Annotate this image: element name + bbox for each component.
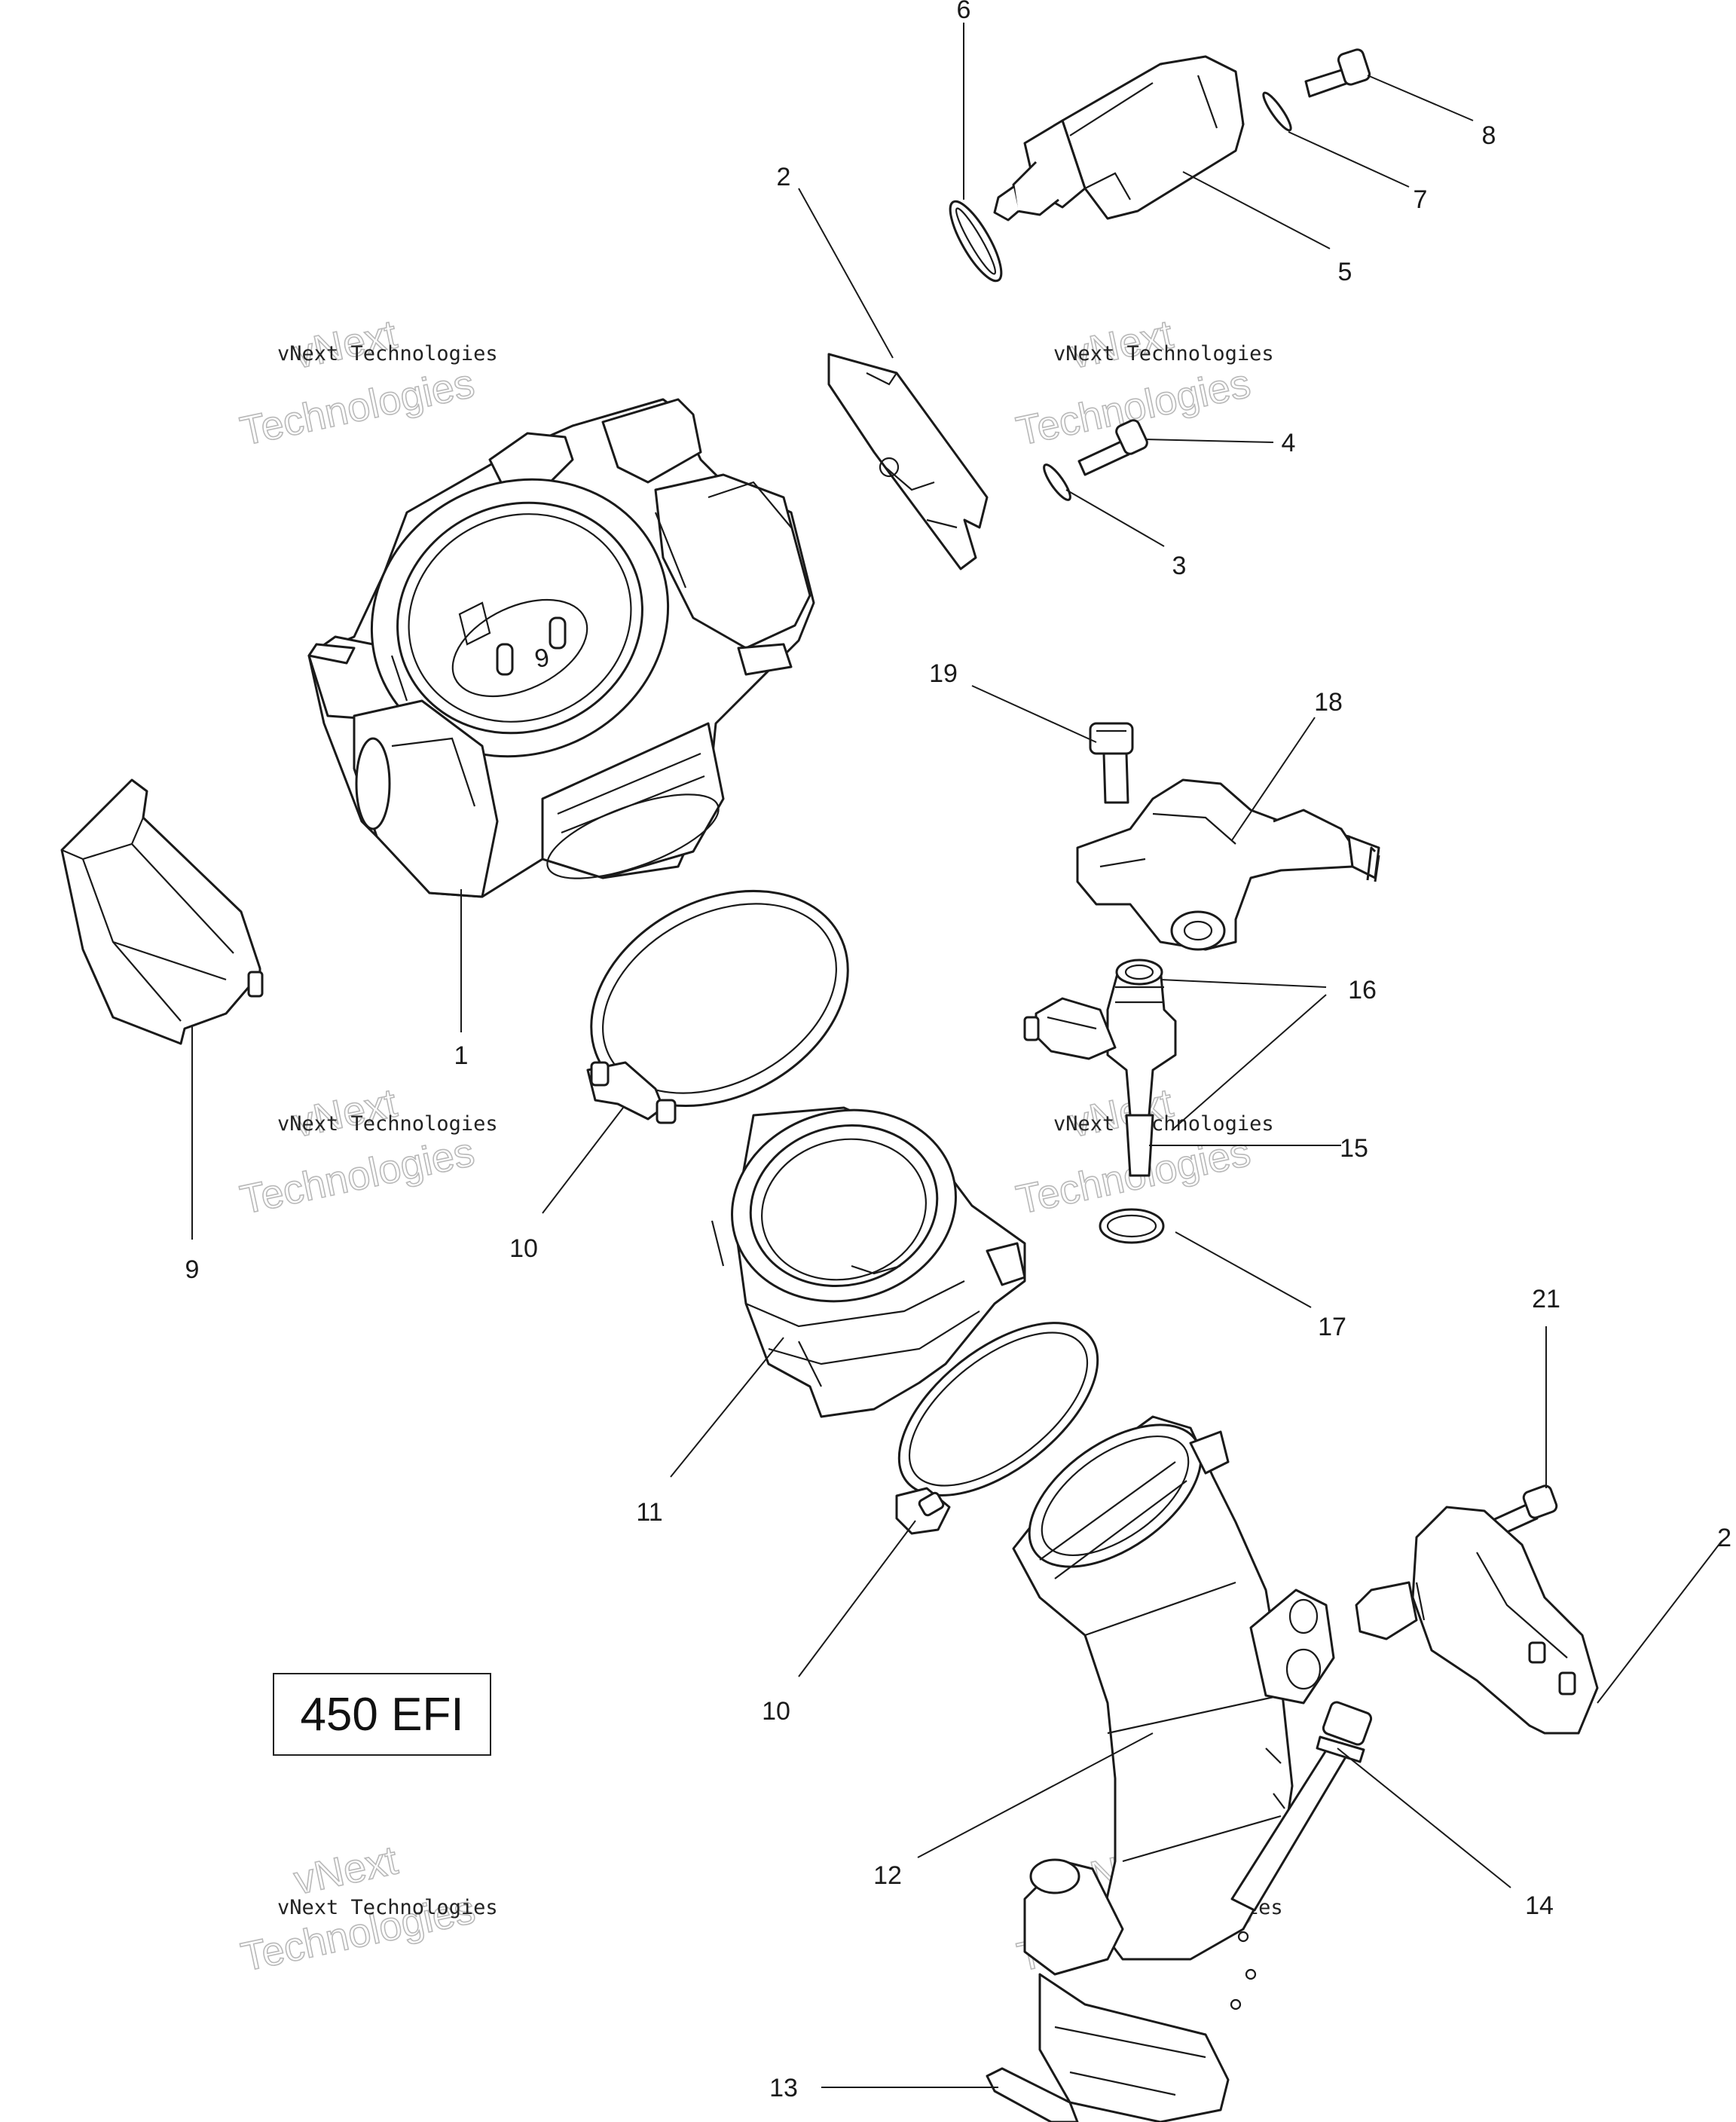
part-8-screw [1304,48,1371,98]
part-1-throttle-body: 6 [307,398,815,898]
part-13-gasket [986,2067,1079,2122]
callout-6: 6 [957,0,971,24]
part-17-oring [1099,1208,1165,1244]
callout-10-lower: 10 [762,1697,790,1726]
callout-10-upper: 10 [509,1234,538,1263]
watermark-text: vNext Technologies [277,1896,498,1919]
callout-1: 1 [454,1041,469,1070]
callout-19: 19 [929,659,958,688]
callout-14: 14 [1525,1891,1554,1920]
part-9-cover [60,778,264,1045]
callout-8: 8 [1482,121,1496,150]
callout-11: 11 [636,1498,662,1527]
part-7-oring [1262,91,1292,132]
part-12-intake-elbow [1012,1415,1335,2122]
callout-5: 5 [1338,258,1352,286]
watermark-text: vNext Technologies [277,1112,498,1136]
callout-3: 3 [1172,552,1187,580]
part-2-map-sensor [1355,1506,1599,1735]
part-6-oring [949,200,1003,283]
callout-2-lower: 2 [1717,1524,1731,1552]
watermark-text: vNext Technologies [1053,342,1274,365]
watermark-big-bottom: Technologies [237,361,478,454]
part-10-clamp-upper [586,889,849,1124]
callout-12: 12 [873,1861,902,1890]
part-3-oring [1043,463,1071,501]
part-10-clamp-lower [895,1322,1099,1535]
callout-2-upper: 2 [777,163,791,191]
callout-numbers: 6 2 5 7 8 4 3 1 9 10 11 10 12 13 14 15 1… [185,0,1731,2102]
svg-text:vNext: vNext [290,1837,402,1903]
callout-4: 4 [1282,429,1296,457]
watermark-text: vNext Technologies [1053,1112,1274,1136]
callout-17: 17 [1318,1313,1346,1341]
part-11-intake-boot [711,1106,1026,1418]
svg-text:Technologies: Technologies [237,1130,478,1223]
part-14-bolt [1230,1701,1373,1912]
part-18-fuel-rail [1076,778,1380,951]
part-4-screw [1077,419,1148,476]
part-2-adapter-plate [827,353,989,570]
callout-18: 18 [1314,688,1343,717]
callout-15: 15 [1340,1134,1368,1163]
callout-16: 16 [1348,976,1377,1004]
model-label: 450 EFI [273,1673,491,1756]
part-16-fuel-injector [1023,959,1177,1177]
watermark-text: vNext Technologies [277,342,498,365]
part-19-screw [1089,722,1134,804]
callout-7: 7 [1414,185,1428,214]
watermark-top-left: vNext Technologies [236,311,478,455]
callout-13: 13 [769,2074,798,2102]
callout-9: 9 [185,1255,200,1284]
leader-lines [191,23,1722,2088]
callout-21: 21 [1532,1285,1560,1313]
watermark-mid-left: vNext Technologies [236,1080,478,1224]
part-5-idle-air-valve [993,55,1245,222]
